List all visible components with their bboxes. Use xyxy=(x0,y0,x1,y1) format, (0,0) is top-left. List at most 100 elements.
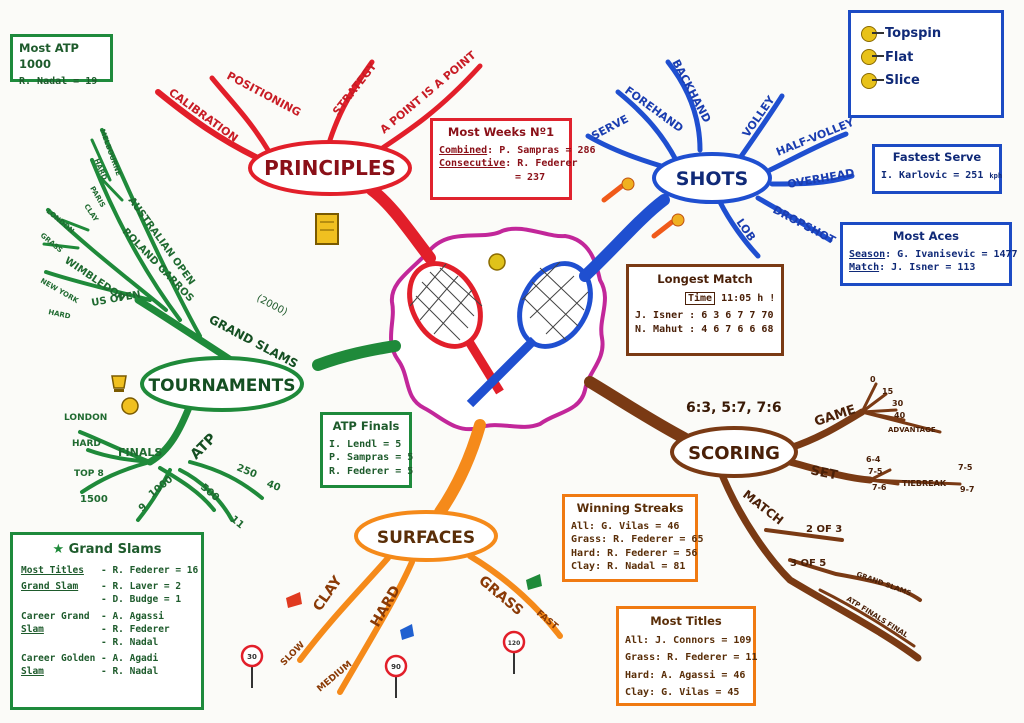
gs-grass: Grass xyxy=(39,231,64,254)
tournaments-node xyxy=(140,356,304,412)
match-grand-slams: Grand Slams xyxy=(855,570,912,597)
mt-all-value: J. Connors = 109 xyxy=(655,634,752,646)
surfaces-branch xyxy=(297,419,563,695)
atp-finals-london: London xyxy=(64,413,107,423)
longest-match-title: Longest Match xyxy=(657,272,753,286)
gs-career-golden-value-2: - R. Nadal xyxy=(101,666,159,678)
winning-streaks-box: Winning Streaks All: G. Vilas = 46 Grass… xyxy=(562,494,703,582)
shot-serve: Serve xyxy=(589,112,630,142)
most-weeks-consecutive: : R. Federer xyxy=(505,158,578,170)
game-point-30: 30 xyxy=(892,399,904,408)
most-aces-season-label: Season xyxy=(849,248,886,260)
longest-match-time-label: Time xyxy=(685,291,716,305)
most-titles-box: Most Titles All: J. Connors = 109 Grass:… xyxy=(616,606,757,706)
shot-backhand: Backhand xyxy=(669,57,713,125)
gs-career-grand-value-1: - A. Agassi xyxy=(101,610,164,622)
hard-flag-icon xyxy=(400,624,414,640)
ws-all-value: G. Vilas = 46 xyxy=(601,520,680,532)
principle-strategy: Strategy xyxy=(330,59,380,118)
atp-finals-line-2: P. Sampras = 5 xyxy=(329,452,414,464)
gs-most-titles-label: Most Titles xyxy=(21,564,84,576)
set-score-2: 7-5 xyxy=(868,467,883,476)
mt-clay-value: G. Vilas = 45 xyxy=(661,687,740,699)
most-aces-season: : G. Ivanisevic = 1477 xyxy=(885,248,1018,260)
scoring-set: Set xyxy=(809,463,839,483)
star-icon: ★ xyxy=(52,542,65,557)
trophy-icon xyxy=(111,375,127,392)
most-aces-title: Most Aces xyxy=(892,229,960,243)
atp-finals-top8: Top 8 xyxy=(74,469,104,479)
principle-positioning: Positioning xyxy=(225,69,303,119)
ws-clay-label: Clay: xyxy=(571,561,602,573)
scoring-scores: 6:3, 5:7, 7:6 xyxy=(686,400,782,416)
longest-match-p1: J. Isner : 6 3 6 7 7 70 xyxy=(635,310,774,322)
match-2of3: 2 of 3 xyxy=(806,524,842,535)
shot-overhead: Overhead xyxy=(786,166,855,191)
atp-1000: 1000 xyxy=(147,474,175,500)
surface-hard: Hard xyxy=(368,583,404,630)
game-point-15: 15 xyxy=(882,387,894,396)
principles-branch xyxy=(155,59,483,264)
mt-all-label: All: xyxy=(625,634,650,646)
gs-career-golden-label: Career Golden xyxy=(21,653,96,665)
gs-career-grand-label: Career Grand xyxy=(21,610,90,622)
blue-racket-icon xyxy=(466,261,593,408)
sign-120-text: 120 xyxy=(508,640,521,647)
ws-grass-label: Grass: xyxy=(571,534,608,546)
grass-flag-icon xyxy=(526,574,542,590)
most-weeks-consecutive-label: Consecutive xyxy=(439,158,506,170)
sign-30-text: 30 xyxy=(247,653,257,661)
set-tiebreak: Tiebreak xyxy=(902,479,947,488)
scoring-node xyxy=(670,426,798,478)
most-weeks-combined: : P. Sampras = 286 xyxy=(487,144,596,156)
grand-slams-box-title: Grand Slams xyxy=(68,542,162,557)
most-weeks-title: Most Weeks Nº1 xyxy=(447,125,555,139)
tournaments-title: Tournaments xyxy=(149,376,296,396)
medal-icon xyxy=(121,397,139,415)
mt-grass-label: Grass: xyxy=(625,652,662,664)
speed-sign-90-icon: 90 xyxy=(384,654,408,698)
winning-streaks-title: Winning Streaks xyxy=(576,501,684,515)
gs-hard-2: Hard xyxy=(48,308,72,321)
gs-career-grand-value-3: - R. Nadal xyxy=(101,636,159,648)
mt-hard-value: A. Agassi = 46 xyxy=(661,669,746,681)
scroll-icon xyxy=(315,213,339,245)
gs-career-grand-label-2: Slam xyxy=(21,623,44,635)
tiebreak-score-1: 7-5 xyxy=(958,463,973,472)
fireball-icon xyxy=(601,177,685,239)
legend-topspin: Topspin xyxy=(885,26,942,41)
atp-1000-count: 9 xyxy=(137,501,149,514)
fastest-serve-unit: kph xyxy=(989,171,1003,180)
legend-flat: Flat xyxy=(885,49,914,65)
mt-hard-label: Hard: xyxy=(625,669,656,681)
longest-match-p2: N. Mahut : 4 6 7 6 6 68 xyxy=(635,323,774,335)
most-aces-box: Most Aces Season: G. Ivanisevic = 1477 M… xyxy=(840,222,1018,286)
gs-career-golden-value-1: - A. Agadi xyxy=(101,653,159,665)
shot-dropshot: Dropshot xyxy=(771,203,838,247)
atp-finals: Finals xyxy=(118,446,162,459)
ws-hard-value: R. Federer = 56 xyxy=(607,547,698,559)
atp-label: ATP xyxy=(188,431,220,463)
atp-1500: 1500 xyxy=(80,494,108,505)
most-weeks-combined-label: Combined xyxy=(439,144,488,156)
shots-branch xyxy=(579,59,855,282)
most-aces-match-label: Match xyxy=(849,262,880,274)
gs-most-titles-value: - R. Federer = 16 xyxy=(101,564,199,576)
atp-finals-line-1: I. Lendl = 5 xyxy=(329,438,402,450)
legend-slice: Slice xyxy=(885,73,920,89)
longest-match-time: 11:05 h ! xyxy=(721,292,776,304)
atp-finals-title: ATP Finals xyxy=(332,419,400,433)
most-atp-1000-title: Most ATP 1000 xyxy=(19,41,79,71)
most-atp-1000-line: R. Nadal = 19 xyxy=(19,76,98,88)
speed-sign-120-icon: 120 xyxy=(502,630,526,674)
gs-career-grand-value-2: - R. Federer xyxy=(101,623,170,635)
ws-clay-value: R. Nadal = 81 xyxy=(607,561,686,573)
surfaces-node xyxy=(354,510,498,562)
surfaces-title: Surfaces xyxy=(377,528,475,548)
longest-match-box: Longest Match Time 11:05 h ! J. Isner : … xyxy=(626,264,784,356)
shots-title: Shots xyxy=(676,168,748,190)
game-point-40: 40 xyxy=(894,411,906,420)
most-weeks-consecutive-value: = 237 xyxy=(515,171,546,183)
gs-grand-slam-label: Grand Slam xyxy=(21,581,79,593)
